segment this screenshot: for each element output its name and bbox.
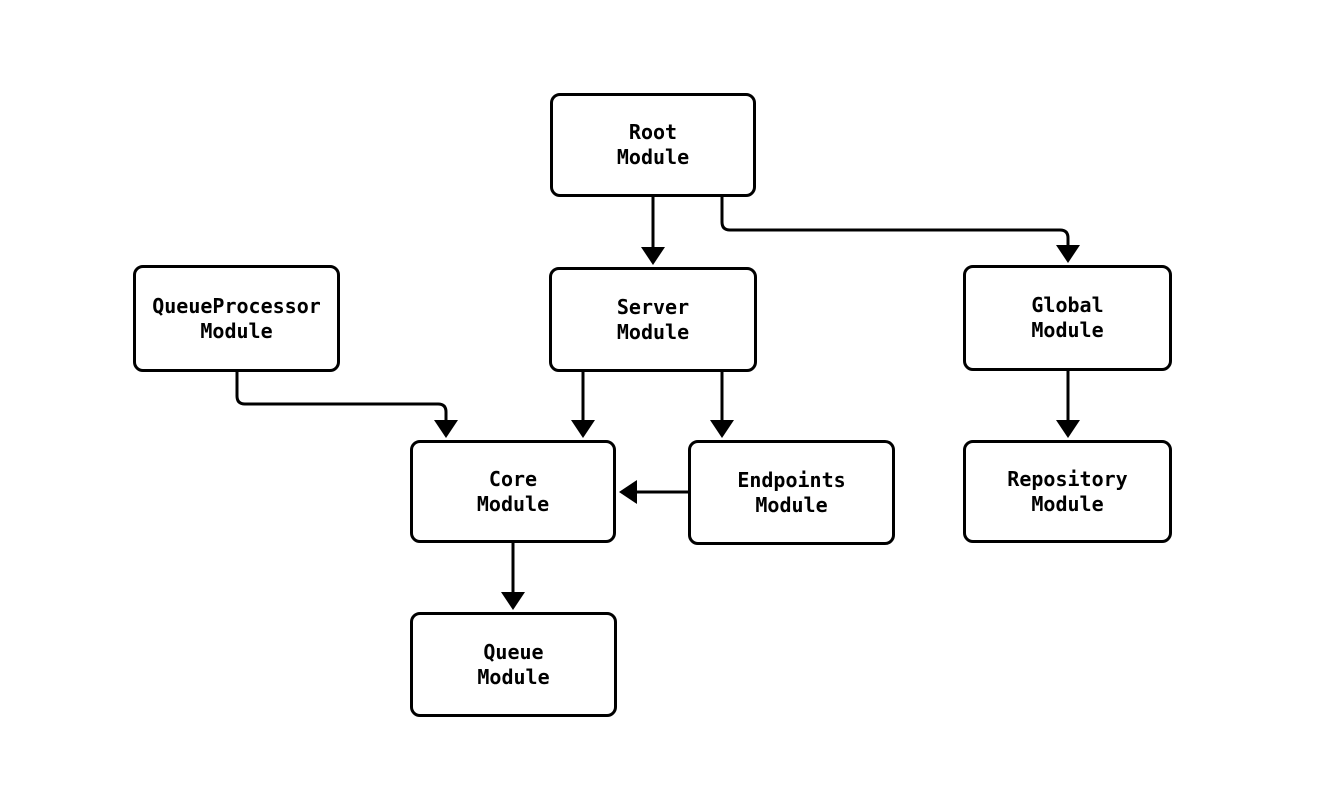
node-label-line: Repository [1007, 466, 1128, 491]
node-label-line: Module [616, 319, 690, 344]
edge-queueprocessor-to-core [235, 372, 458, 438]
node-label-line: Global [1031, 293, 1104, 317]
node-label-line: Root [628, 120, 678, 144]
edge-root-to-global [720, 197, 1080, 263]
node-label-line: Endpoints [737, 467, 846, 492]
node-label-line: Core [488, 466, 538, 491]
node-label-line: Module [200, 318, 273, 343]
node-label-line: Module [1031, 491, 1104, 516]
node-label-line: Module [476, 491, 550, 516]
node-label-line: Module [1031, 318, 1104, 342]
node-label-line: Module [755, 492, 828, 517]
node-label-line: Module [616, 145, 690, 169]
node-label-line: Module [477, 664, 550, 689]
node-label-line: Server [616, 294, 690, 319]
node-label-line: QueueProcessor [152, 293, 321, 318]
node-label-line: Queue [483, 639, 544, 664]
